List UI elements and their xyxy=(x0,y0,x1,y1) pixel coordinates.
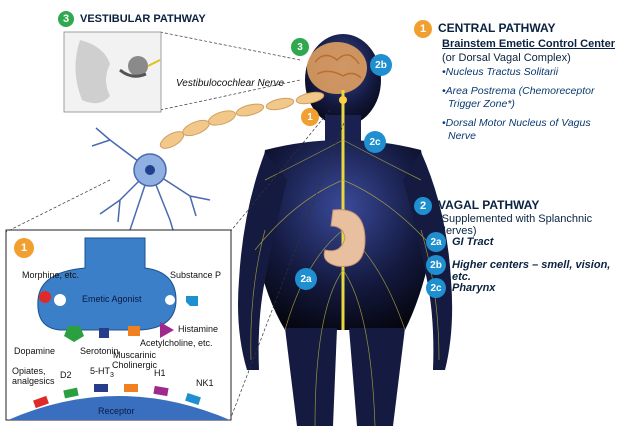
central-title: CENTRAL PATHWAY xyxy=(438,21,556,35)
muscarinic-label: Muscarinic Cholinergic xyxy=(112,350,157,370)
central-list: •Nucleus Tractus Solitarii •Area Postrem… xyxy=(442,66,595,143)
central-subtitle: Brainstem Emetic Control Center xyxy=(442,38,615,50)
opiates-label: Opiates, analgesics xyxy=(12,366,55,386)
body-badge-2a: 2a xyxy=(295,268,317,290)
muscarinic-line2: Cholinergic xyxy=(112,360,158,370)
central-badge: 1 xyxy=(414,20,432,38)
vagal-subtitle: (Supplemented with Splanchnic Nerves) xyxy=(438,213,593,237)
h1-label: H1 xyxy=(154,368,166,378)
ht3-main: 5-HT xyxy=(90,366,110,376)
vagal-item-higher-centers: Higher centers – smell, vision, etc. xyxy=(452,259,611,283)
inset-badge: 1 xyxy=(14,238,34,258)
receptor-label: Receptor xyxy=(98,406,135,416)
nk1-label: NK1 xyxy=(196,378,214,388)
body-badge-3: 3 xyxy=(291,38,309,56)
vagal-item-gi-tract: GI Tract xyxy=(452,236,494,248)
central-item: •Nucleus Tractus Solitarii xyxy=(442,66,559,78)
dopamine-label: Dopamine xyxy=(14,346,56,356)
body-badge-1: 1 xyxy=(301,108,319,126)
vagal-badge: 2 xyxy=(414,197,432,215)
vagal-item-badge-2c: 2c xyxy=(426,278,446,298)
body-badge-2b: 2b xyxy=(370,54,392,76)
acetylcholine-label: Acetylcholine, etc. xyxy=(140,338,213,348)
vagal-item-badge-2a: 2a xyxy=(426,232,446,252)
body-badge-2c: 2c xyxy=(364,131,386,153)
serotonin-label: Serotonin xyxy=(80,346,119,356)
opiates-line2: analgesics xyxy=(12,376,55,386)
central-item: Nerve xyxy=(448,130,477,142)
ht3-label: 5-HT3 xyxy=(90,366,114,379)
emetic-agonist-label: Emetic Agonist xyxy=(82,294,142,304)
d2-label: D2 xyxy=(60,370,72,380)
central-item: •Area Postrema (Chemoreceptor xyxy=(442,85,595,97)
ht3-sub: 3 xyxy=(110,371,114,379)
central-paren: (or Dorsal Vagal Complex) xyxy=(442,52,571,64)
muscarinic-line1: Muscarinic xyxy=(113,350,157,360)
morphine-label: Morphine, etc. xyxy=(22,270,80,280)
central-item: Trigger Zone*) xyxy=(448,98,515,110)
vagal-title: VAGAL PATHWAY xyxy=(438,198,540,212)
vagal-item-badge-2b: 2b xyxy=(426,255,446,275)
vestibular-title: VESTIBULAR PATHWAY xyxy=(80,13,206,25)
vestibular-badge: 3 xyxy=(58,11,74,27)
opiates-line1: Opiates, xyxy=(12,366,46,376)
vestibulocochlear-label: Vestibulocochlear Nerve xyxy=(176,78,285,89)
substance-p-label: Substance P xyxy=(170,270,222,280)
human-body-illustration xyxy=(238,34,453,426)
central-item: •Dorsal Motor Nucleus of Vagus xyxy=(442,117,591,129)
histamine-label: Histamine xyxy=(178,324,219,334)
vagal-item-pharynx: Pharynx xyxy=(452,282,496,294)
